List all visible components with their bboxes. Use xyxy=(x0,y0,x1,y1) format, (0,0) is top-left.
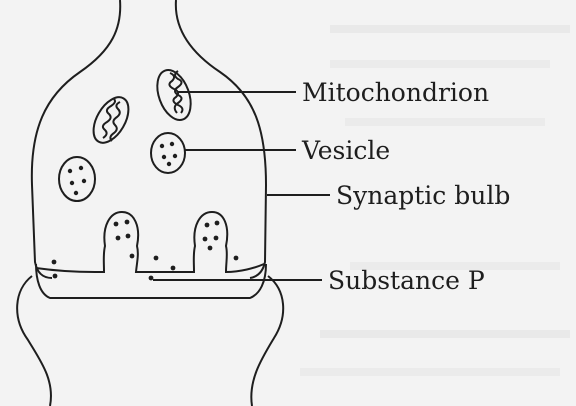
synaptic-bulb-outline xyxy=(32,0,120,278)
label-mitochondrion: Mitochondrion xyxy=(302,78,489,107)
fusing-vesicle-left xyxy=(114,220,131,241)
label-synaptic-bulb: Synaptic bulb xyxy=(336,181,510,210)
mitochondrion-right xyxy=(151,65,197,124)
fusing-vesicle-right xyxy=(203,221,220,251)
synaptic-bulb-outline-right xyxy=(176,0,266,278)
mitochondrion-left xyxy=(86,91,135,148)
postsynaptic-membrane-right xyxy=(251,276,283,406)
label-substance-p: Substance P xyxy=(328,266,485,295)
label-vesicle: Vesicle xyxy=(301,136,390,165)
substance-p-particles xyxy=(52,254,239,281)
vesicle-lower-left xyxy=(59,157,95,201)
presynaptic-membrane xyxy=(36,212,264,272)
vesicle-upper xyxy=(151,133,185,173)
